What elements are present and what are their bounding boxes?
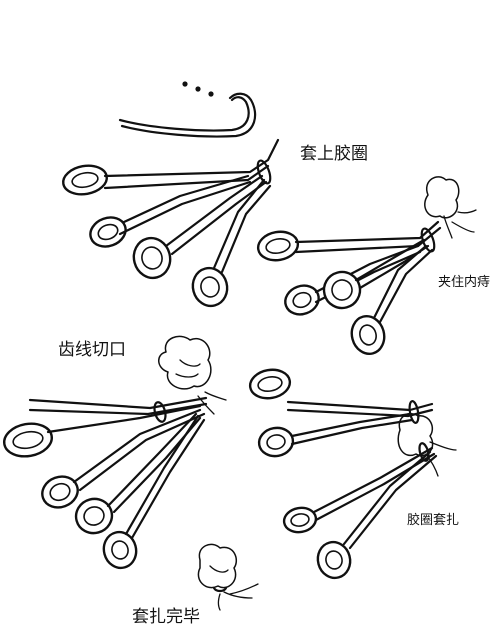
rubber-band xyxy=(212,586,228,593)
rubber-band xyxy=(256,159,272,185)
hooked-rod-outline xyxy=(120,92,257,138)
step4-drawing xyxy=(248,368,457,580)
rubber-ring-dot xyxy=(182,81,188,87)
rubber-band xyxy=(420,227,436,253)
rubber-ring-dot xyxy=(195,86,201,92)
step1-drawing xyxy=(61,81,280,308)
forceps-b xyxy=(132,174,272,308)
hemorrhoid-tissue xyxy=(424,176,460,219)
rubber-band xyxy=(418,442,430,462)
step-label-ligation-complete: 套扎完毕 xyxy=(132,607,200,627)
rubber-ring-dot xyxy=(208,91,214,97)
step2-drawing xyxy=(256,176,477,356)
forceps-e xyxy=(3,396,208,509)
forceps-f xyxy=(74,412,206,570)
rubber-band xyxy=(153,401,167,423)
forceps-d xyxy=(322,238,434,356)
hemorrhoid-tissue xyxy=(158,335,212,390)
step-label-put-on-rubber-band: 套上胶圈 xyxy=(300,144,368,164)
step-label-dentate-line-incision: 齿线切口 xyxy=(58,340,126,360)
rubber-band xyxy=(408,400,420,424)
forceps-a xyxy=(61,138,280,248)
step-label-clamp-internal-hemorrhoid: 夹住内痔 xyxy=(438,275,491,290)
step5-drawing xyxy=(197,543,259,611)
step-label-rubber-band-ligation: 胶圈套扎 xyxy=(407,513,460,528)
step3-drawing xyxy=(3,335,227,570)
forceps-h xyxy=(282,446,438,580)
ligated-hemorrhoid xyxy=(197,543,238,589)
hooked-rod xyxy=(118,96,250,132)
